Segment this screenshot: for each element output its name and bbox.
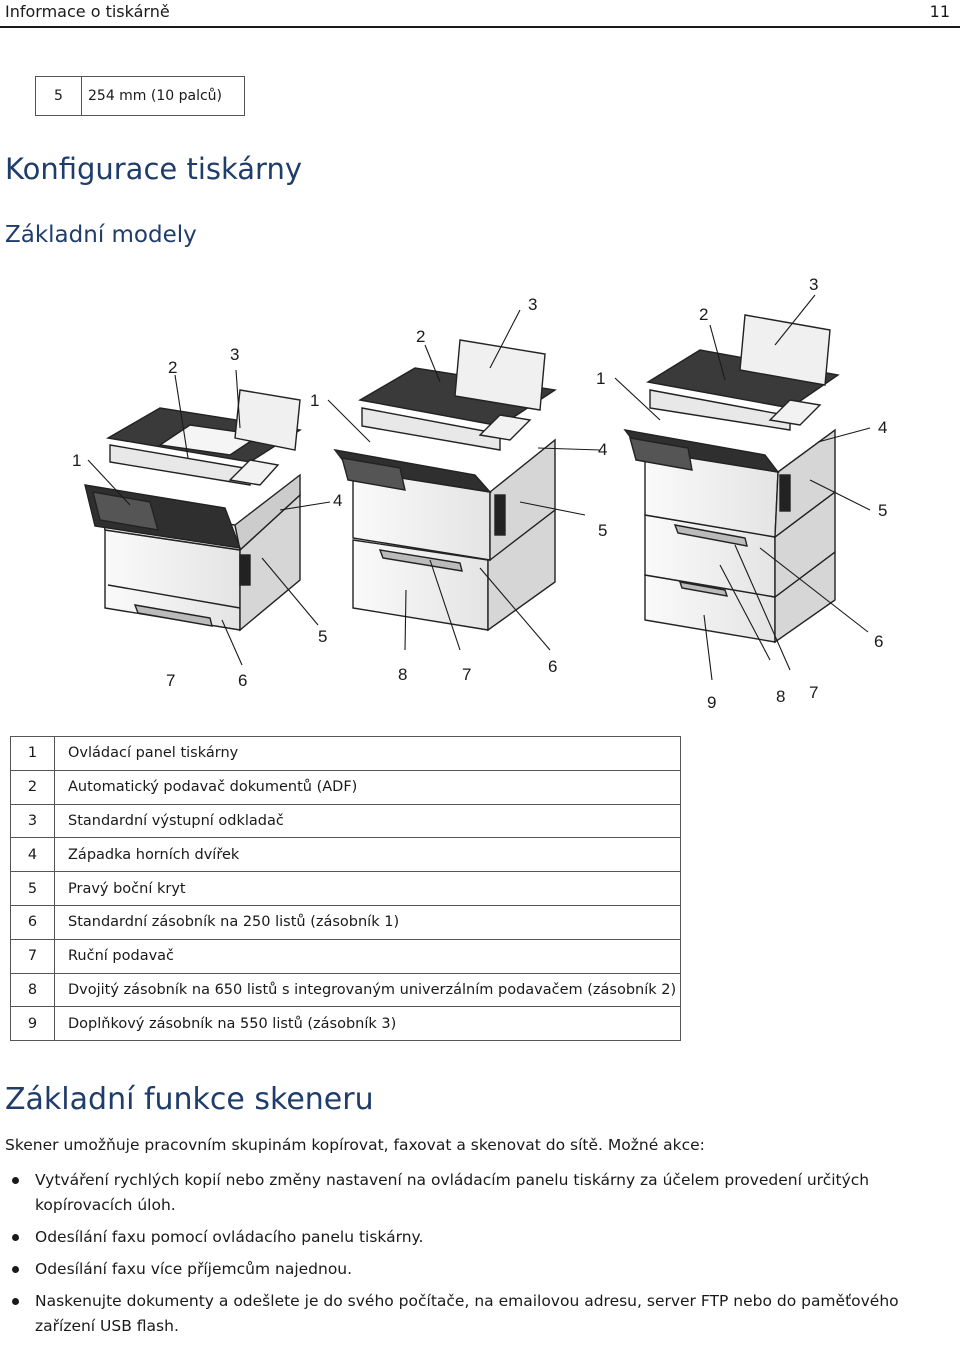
callout-label: 4 [878,418,887,437]
list-item: Naskenujte dokumenty a odešlete je do sv… [0,1289,940,1339]
legend-number: 4 [10,837,55,873]
callout-label: 1 [72,451,81,470]
bullet-icon [12,1266,19,1273]
legend-description: Standardní zásobník na 250 listů (zásobn… [54,904,681,940]
callout-label: 6 [548,657,557,676]
callout-label: 2 [168,358,177,377]
bullet-icon [12,1298,19,1305]
callout-label: 5 [598,521,607,540]
model2-leader-lines [327,309,601,651]
callout-label: 9 [707,693,716,712]
legend-number: 2 [10,769,55,805]
table-row: 5 254 mm (10 palců) [35,76,245,116]
callout-label: 2 [416,327,425,346]
callout-label: 6 [238,671,247,690]
list-item-text: Odesílání faxu více příjemcům najednou. [35,1260,353,1278]
model1-leader-lines [87,369,331,666]
legend-description: Automatický podavač dokumentů (ADF) [54,769,681,805]
list-item-text: Vytváření rychlých kopií nebo změny nast… [35,1171,870,1214]
list-item: Odesílání faxu více příjemcům najednou. [0,1257,940,1282]
legend-description: Ruční podavač [54,938,681,974]
model1-callouts: 1 2 3 4 5 6 7 [72,345,342,690]
page-title: Konfigurace tiskárny [5,152,302,186]
callout-label: 1 [310,391,319,410]
section-intro: Skener umožňuje pracovním skupinám kopír… [5,1136,705,1154]
printer-models-illustration: 1 2 3 4 5 6 7 1 2 3 4 5 6 [72,275,887,712]
callout-label: 5 [318,627,327,646]
callout-label: 3 [528,295,537,314]
model3-leader-lines [614,294,871,681]
callout-label: 7 [462,665,471,684]
model3-callouts: 1 2 3 4 5 6 7 8 9 [596,275,887,712]
feature-list: Vytváření rychlých kopií nebo změny nast… [0,1168,960,1346]
section-title: Základní funkce skeneru [5,1082,374,1117]
callout-label: 3 [230,345,239,364]
header-section: Informace o tiskárně [5,2,170,21]
size-desc: 254 mm (10 palců) [81,76,245,116]
list-item-text: Naskenujte dokumenty a odešlete je do sv… [35,1292,899,1335]
callout-label: 3 [809,275,818,294]
printer-model-dual-tray [333,339,557,632]
callout-label: 7 [809,683,818,702]
legend-number: 6 [10,904,55,940]
legend-description: Ovládací panel tiskárny [54,736,681,771]
callout-label: 6 [874,632,883,651]
bullet-icon [12,1234,19,1241]
legend-description: Dvojitý zásobník na 650 listů s integrov… [54,972,681,1008]
page-number: 11 [929,2,950,21]
section-subtitle: Základní modely [5,222,197,248]
callout-label: 8 [776,687,785,706]
legend-number: 9 [10,1006,55,1042]
legend-number: 8 [10,972,55,1008]
legend-number: 5 [10,871,55,906]
list-item: Vytváření rychlých kopií nebo změny nast… [0,1168,940,1218]
legend-description: Pravý boční kryt [54,871,681,906]
callout-label: 1 [596,369,605,388]
callout-label: 2 [699,305,708,324]
printer-model-basic [84,389,302,632]
size-number: 5 [35,76,82,116]
model2-callouts: 1 2 3 4 5 6 7 8 [310,295,607,684]
legend-number: 3 [10,803,55,839]
size-table: 5 254 mm (10 palců) [35,76,245,116]
legend-description: Standardní výstupní odkladač [54,803,681,839]
page-header: Informace o tiskárně 11 [0,0,960,28]
bullet-icon [12,1177,19,1184]
list-item: Odesílání faxu pomocí ovládacího panelu … [0,1225,940,1250]
list-item-text: Odesílání faxu pomocí ovládacího panelu … [35,1228,424,1246]
legend-description: Západka horních dvířek [54,837,681,873]
legend-number: 7 [10,938,55,974]
callout-label: 8 [398,665,407,684]
callout-label: 4 [333,491,342,510]
printer-model-extra-tray [623,314,840,644]
callout-label: 4 [598,440,607,459]
callout-label: 5 [878,501,887,520]
callout-label: 7 [166,671,175,690]
legend-description: Doplňkový zásobník na 550 listů (zásobní… [54,1006,681,1042]
legend-number: 1 [10,736,55,771]
